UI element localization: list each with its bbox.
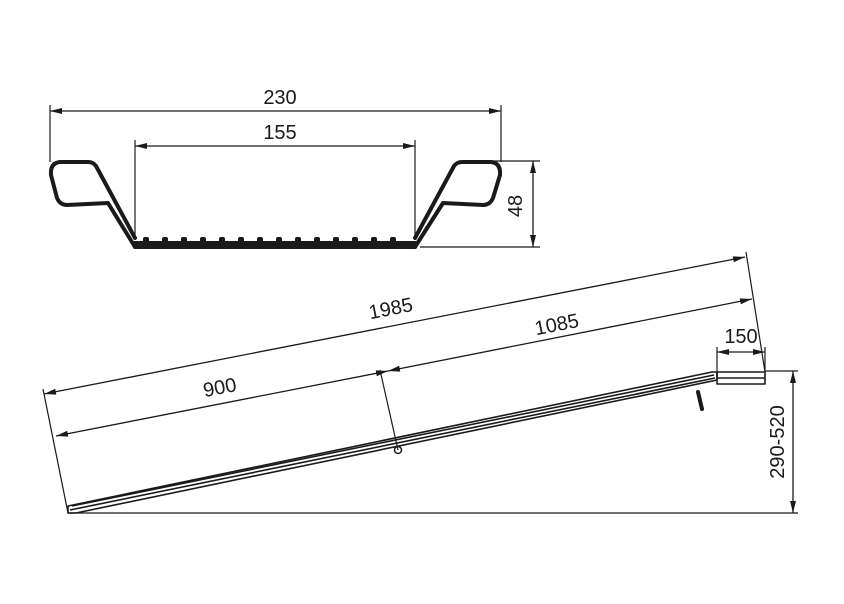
profile-right-rail	[413, 160, 503, 249]
ramp-profile-section: 230 155 48	[48, 87, 540, 249]
extension-line-ramp-end	[745, 251, 766, 373]
extension-line-ramp-start	[42, 388, 69, 514]
dimension-line-lower-section	[55, 370, 389, 437]
extension-line-joint	[379, 369, 399, 451]
dimension-line-total-length	[43, 256, 746, 395]
ramp-side-view: 1985 900 1085 150 290-520	[42, 251, 798, 514]
ramp-body	[67, 371, 718, 514]
ramp-inner-edge	[69, 377, 716, 511]
ramp-top-edge	[71, 374, 715, 507]
dim-label-lower-section: 900	[201, 374, 238, 402]
dim-label-hook-length: 150	[724, 326, 757, 348]
dim-label-total-length: 1985	[367, 294, 415, 324]
dim-label-height-range: 290-520	[767, 405, 789, 478]
dim-label-upper-section: 1085	[533, 310, 581, 340]
dimension-line-upper-section	[387, 298, 753, 372]
profile-left-rail	[48, 160, 137, 249]
dim-label-inner-width: 155	[263, 122, 296, 144]
profile-grip-teeth	[143, 237, 396, 245]
dim-label-height: 48	[505, 195, 527, 217]
dim-label-overall-width: 230	[263, 87, 296, 109]
ramp-support-leg	[696, 390, 704, 411]
